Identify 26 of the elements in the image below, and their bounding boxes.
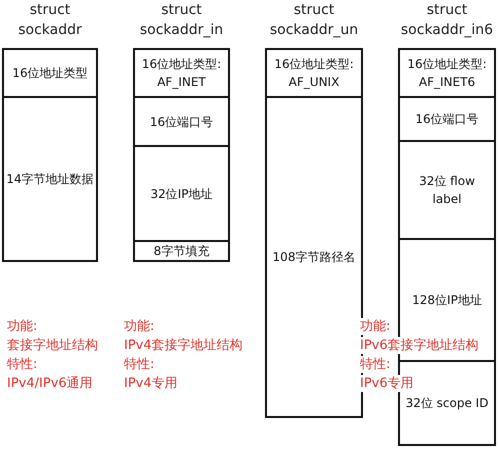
note-text: IPv4套接字地址结构: [124, 337, 243, 354]
note-text: IPv6套接字地址结构: [360, 337, 479, 354]
struct-field: 16位地址类型: AF_INET: [133, 48, 230, 98]
struct-field: 16位端口号: [133, 96, 230, 147]
struct-name: struct sockaddr: [17, 1, 83, 40]
note-text: IPv4专用: [124, 375, 178, 392]
struct-field: 16位端口号: [398, 96, 496, 142]
struct-name: struct sockaddr_in6: [400, 1, 494, 40]
note-text: IPv4/IPv6通用: [7, 375, 93, 392]
note-text: IPv6专用: [360, 375, 414, 392]
note-text: 特性:: [360, 356, 390, 373]
struct-name: struct sockaddr_in: [138, 1, 224, 40]
struct-field: 16位地址类型: AF_INET6: [398, 48, 496, 98]
struct-field: 32位 flow label: [398, 140, 496, 240]
note-text: 功能:: [7, 318, 38, 335]
note-text: 功能:: [124, 318, 154, 335]
struct-name: struct sockaddr_un: [268, 1, 360, 40]
struct-field: 16位地址类型: AF_UNIX: [265, 48, 363, 98]
note-text: 功能:: [360, 318, 390, 335]
struct-field: 8字节填充: [133, 240, 230, 262]
struct-field: 14字节地址数据: [2, 96, 98, 262]
struct-field: 32位IP地址: [133, 145, 230, 242]
note-text: 特性:: [124, 356, 154, 373]
struct-field: 16位地址类型: [2, 48, 98, 98]
note-text: 特性:: [7, 356, 38, 373]
note-text: 套接字地址结构: [7, 337, 98, 354]
